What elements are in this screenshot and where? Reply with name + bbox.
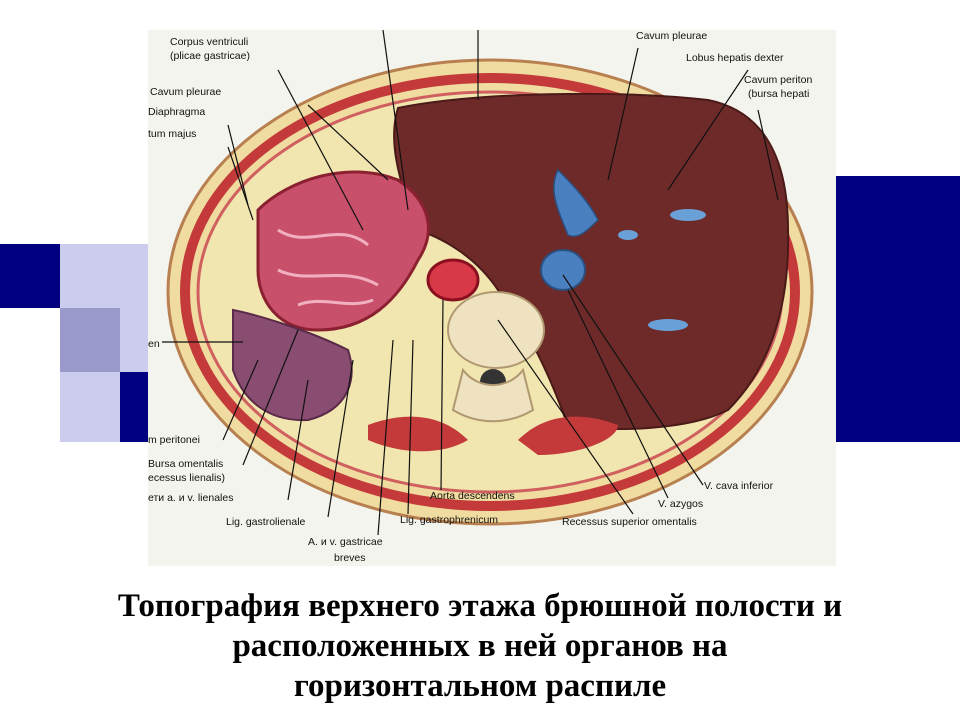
deco-square-left-lavender xyxy=(60,244,120,308)
label-cavum-peritonei-left: m peritonei xyxy=(148,434,200,446)
gastric-folds xyxy=(277,228,379,307)
liver xyxy=(393,92,790,430)
vertebral-body xyxy=(447,291,545,369)
caption-line-1: Топография верхнего этажа брюшной полост… xyxy=(117,588,843,624)
label-cavum-pleurae-right: Cavum pleurae xyxy=(636,30,708,42)
label-diaphragma: Diaphragma xyxy=(148,106,206,118)
spleen xyxy=(232,308,353,422)
aorta xyxy=(426,258,480,302)
vertebral-arch xyxy=(451,367,535,423)
liver-vessel-1 xyxy=(670,209,706,221)
label-recessus-lienalis: ecessus lienalis) xyxy=(148,472,226,484)
muscle-ring xyxy=(180,73,800,511)
deco-square-low-pale xyxy=(60,372,120,442)
label-v-azygos: V. azygos xyxy=(658,498,704,510)
label-vasa-lienales: ети а. и v. lienales xyxy=(148,492,234,504)
deco-square-left-navy xyxy=(0,244,60,308)
label-cavum-peritonei: Cavum periton xyxy=(744,74,813,86)
stomach xyxy=(256,170,430,332)
back-muscles-left xyxy=(368,416,468,452)
label-lig-gastrophrenicum: Lig. gastrophrenicum xyxy=(400,514,499,526)
deco-square-left-lavender2 xyxy=(120,244,148,308)
label-plicae-gastricae: (plicae gastricae) xyxy=(170,50,250,62)
leader-lines xyxy=(162,30,779,536)
slide-caption: Топография верхнего этажа брюшной полост… xyxy=(20,586,940,706)
label-bursa-hepatica: (bursa hepati xyxy=(748,88,810,100)
label-recessus-superior: Recessus superior omentalis xyxy=(562,516,697,528)
label-v-cava-inferior: V. cava inferior xyxy=(704,480,774,492)
label-lobus-hepatis-dexter: Lobus hepatis dexter xyxy=(686,52,784,64)
label-breves: breves xyxy=(334,552,366,564)
label-corpus-ventriculi: Corpus ventriculi xyxy=(170,36,249,48)
back-muscles-right xyxy=(518,416,618,455)
liver-vessel-3 xyxy=(618,230,638,240)
vena-cava-inferior xyxy=(540,249,586,291)
caption-line-3: горизонтальном распиле xyxy=(293,668,667,704)
cross-section-drawing xyxy=(162,30,814,536)
label-aa-gastricae: A. и v. gastricae xyxy=(308,536,383,548)
caption-line-2: расположенных в ней органов на xyxy=(232,628,728,664)
liver-vessel-2 xyxy=(648,319,688,331)
label-lig-gastrolienale: Lig. gastrolienale xyxy=(226,516,306,528)
anatomy-cross-section-figure: Corpus ventriculi (plicae gastricae) Cav… xyxy=(148,30,836,566)
deco-square-mid-lavender xyxy=(60,308,120,372)
hepatic-vein-branch xyxy=(553,168,599,237)
deco-square-mid-pale xyxy=(120,308,148,372)
deco-square-right-navy xyxy=(836,176,960,442)
label-cavum-pleurae-left: Cavum pleurae xyxy=(150,86,222,98)
label-aorta-descendens: Aorta descendens xyxy=(430,490,515,502)
label-lien: en xyxy=(148,338,160,350)
deco-square-low-navy xyxy=(120,372,148,442)
label-bursa-omentalis: Bursa omentalis xyxy=(148,458,224,470)
label-omentum-majus: tum majus xyxy=(148,128,197,140)
deco-gradient-strip xyxy=(0,0,150,244)
